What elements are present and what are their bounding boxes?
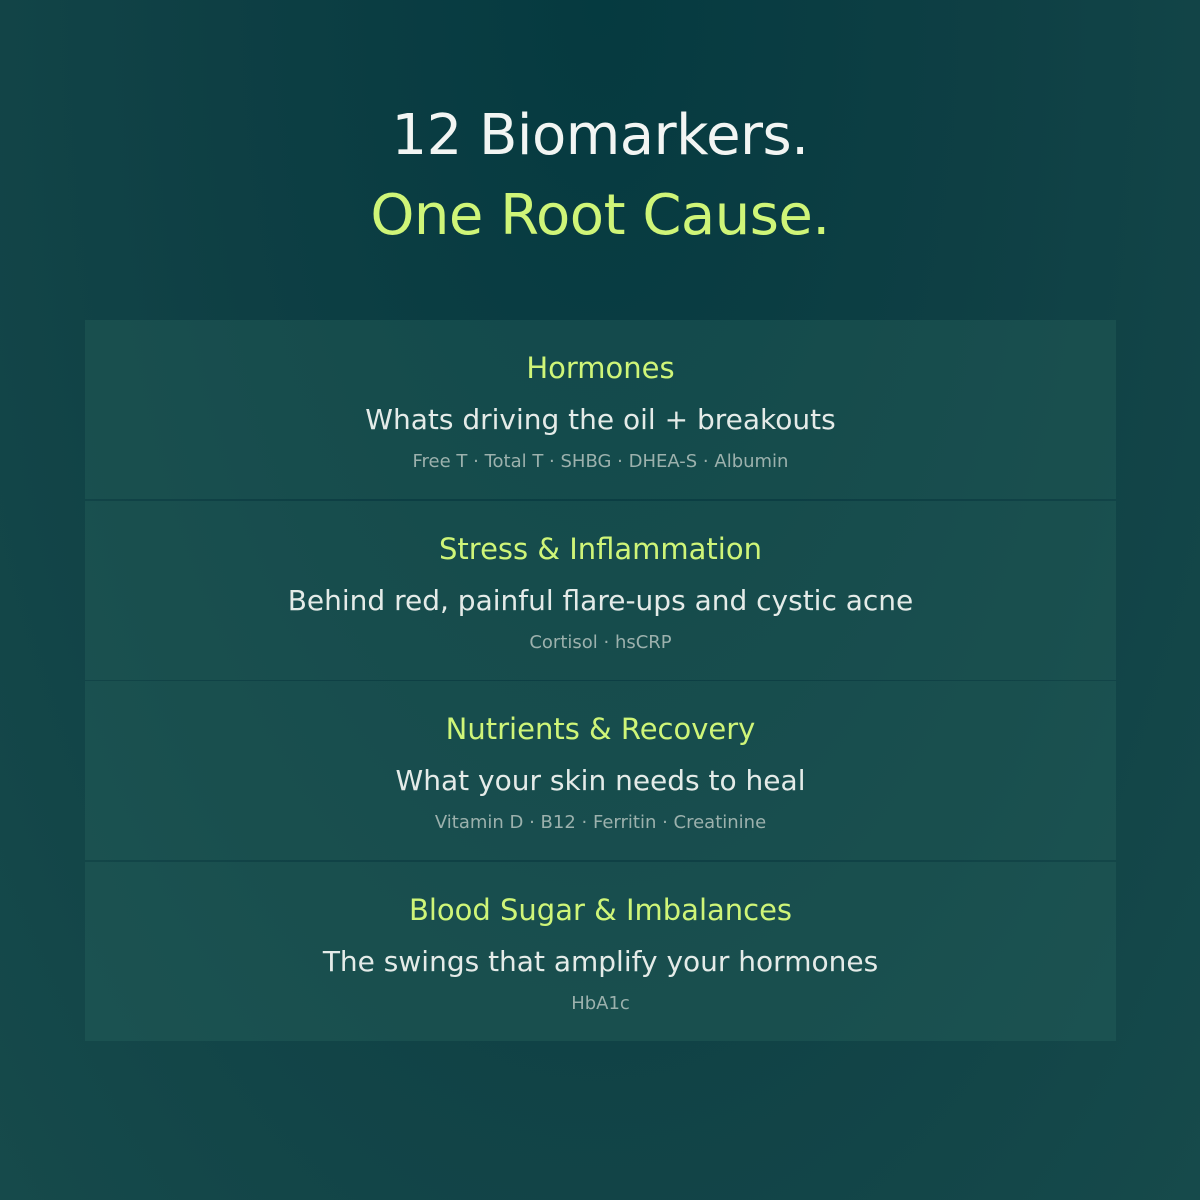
category-description: Whats driving the oil + breakouts xyxy=(365,403,836,436)
headline-line-2: One Root Cause. xyxy=(370,183,830,248)
category-description: The swings that amplify your hormones xyxy=(322,945,879,978)
category-markers: HbA1c xyxy=(571,993,630,1014)
category-row-hormones: Hormones Whats driving the oil + breakou… xyxy=(85,320,1116,499)
category-row-stress-inflammation: Stress & Inflammation Behind red, painfu… xyxy=(85,501,1116,680)
category-title: Nutrients & Recovery xyxy=(445,712,756,746)
category-markers: Free T · Total T · SHBG · DHEA-S · Album… xyxy=(412,451,789,472)
headline: 12 Biomarkers. One Root Cause. xyxy=(0,96,1200,256)
headline-line-1: 12 Biomarkers. xyxy=(391,103,809,168)
category-row-blood-sugar: Blood Sugar & Imbalances The swings that… xyxy=(85,862,1116,1041)
biomarker-panel: Hormones Whats driving the oil + breakou… xyxy=(85,320,1116,1041)
category-title: Hormones xyxy=(526,351,675,385)
category-description: What your skin needs to heal xyxy=(395,764,806,797)
category-description: Behind red, painful flare-ups and cystic… xyxy=(287,584,914,617)
category-row-nutrients-recovery: Nutrients & Recovery What your skin need… xyxy=(85,681,1116,860)
category-markers: Cortisol · hsCRP xyxy=(529,632,672,653)
category-markers: Vitamin D · B12 · Ferritin · Creatinine xyxy=(434,812,767,833)
category-title: Blood Sugar & Imbalances xyxy=(408,893,793,927)
category-title: Stress & Inflammation xyxy=(439,532,762,566)
